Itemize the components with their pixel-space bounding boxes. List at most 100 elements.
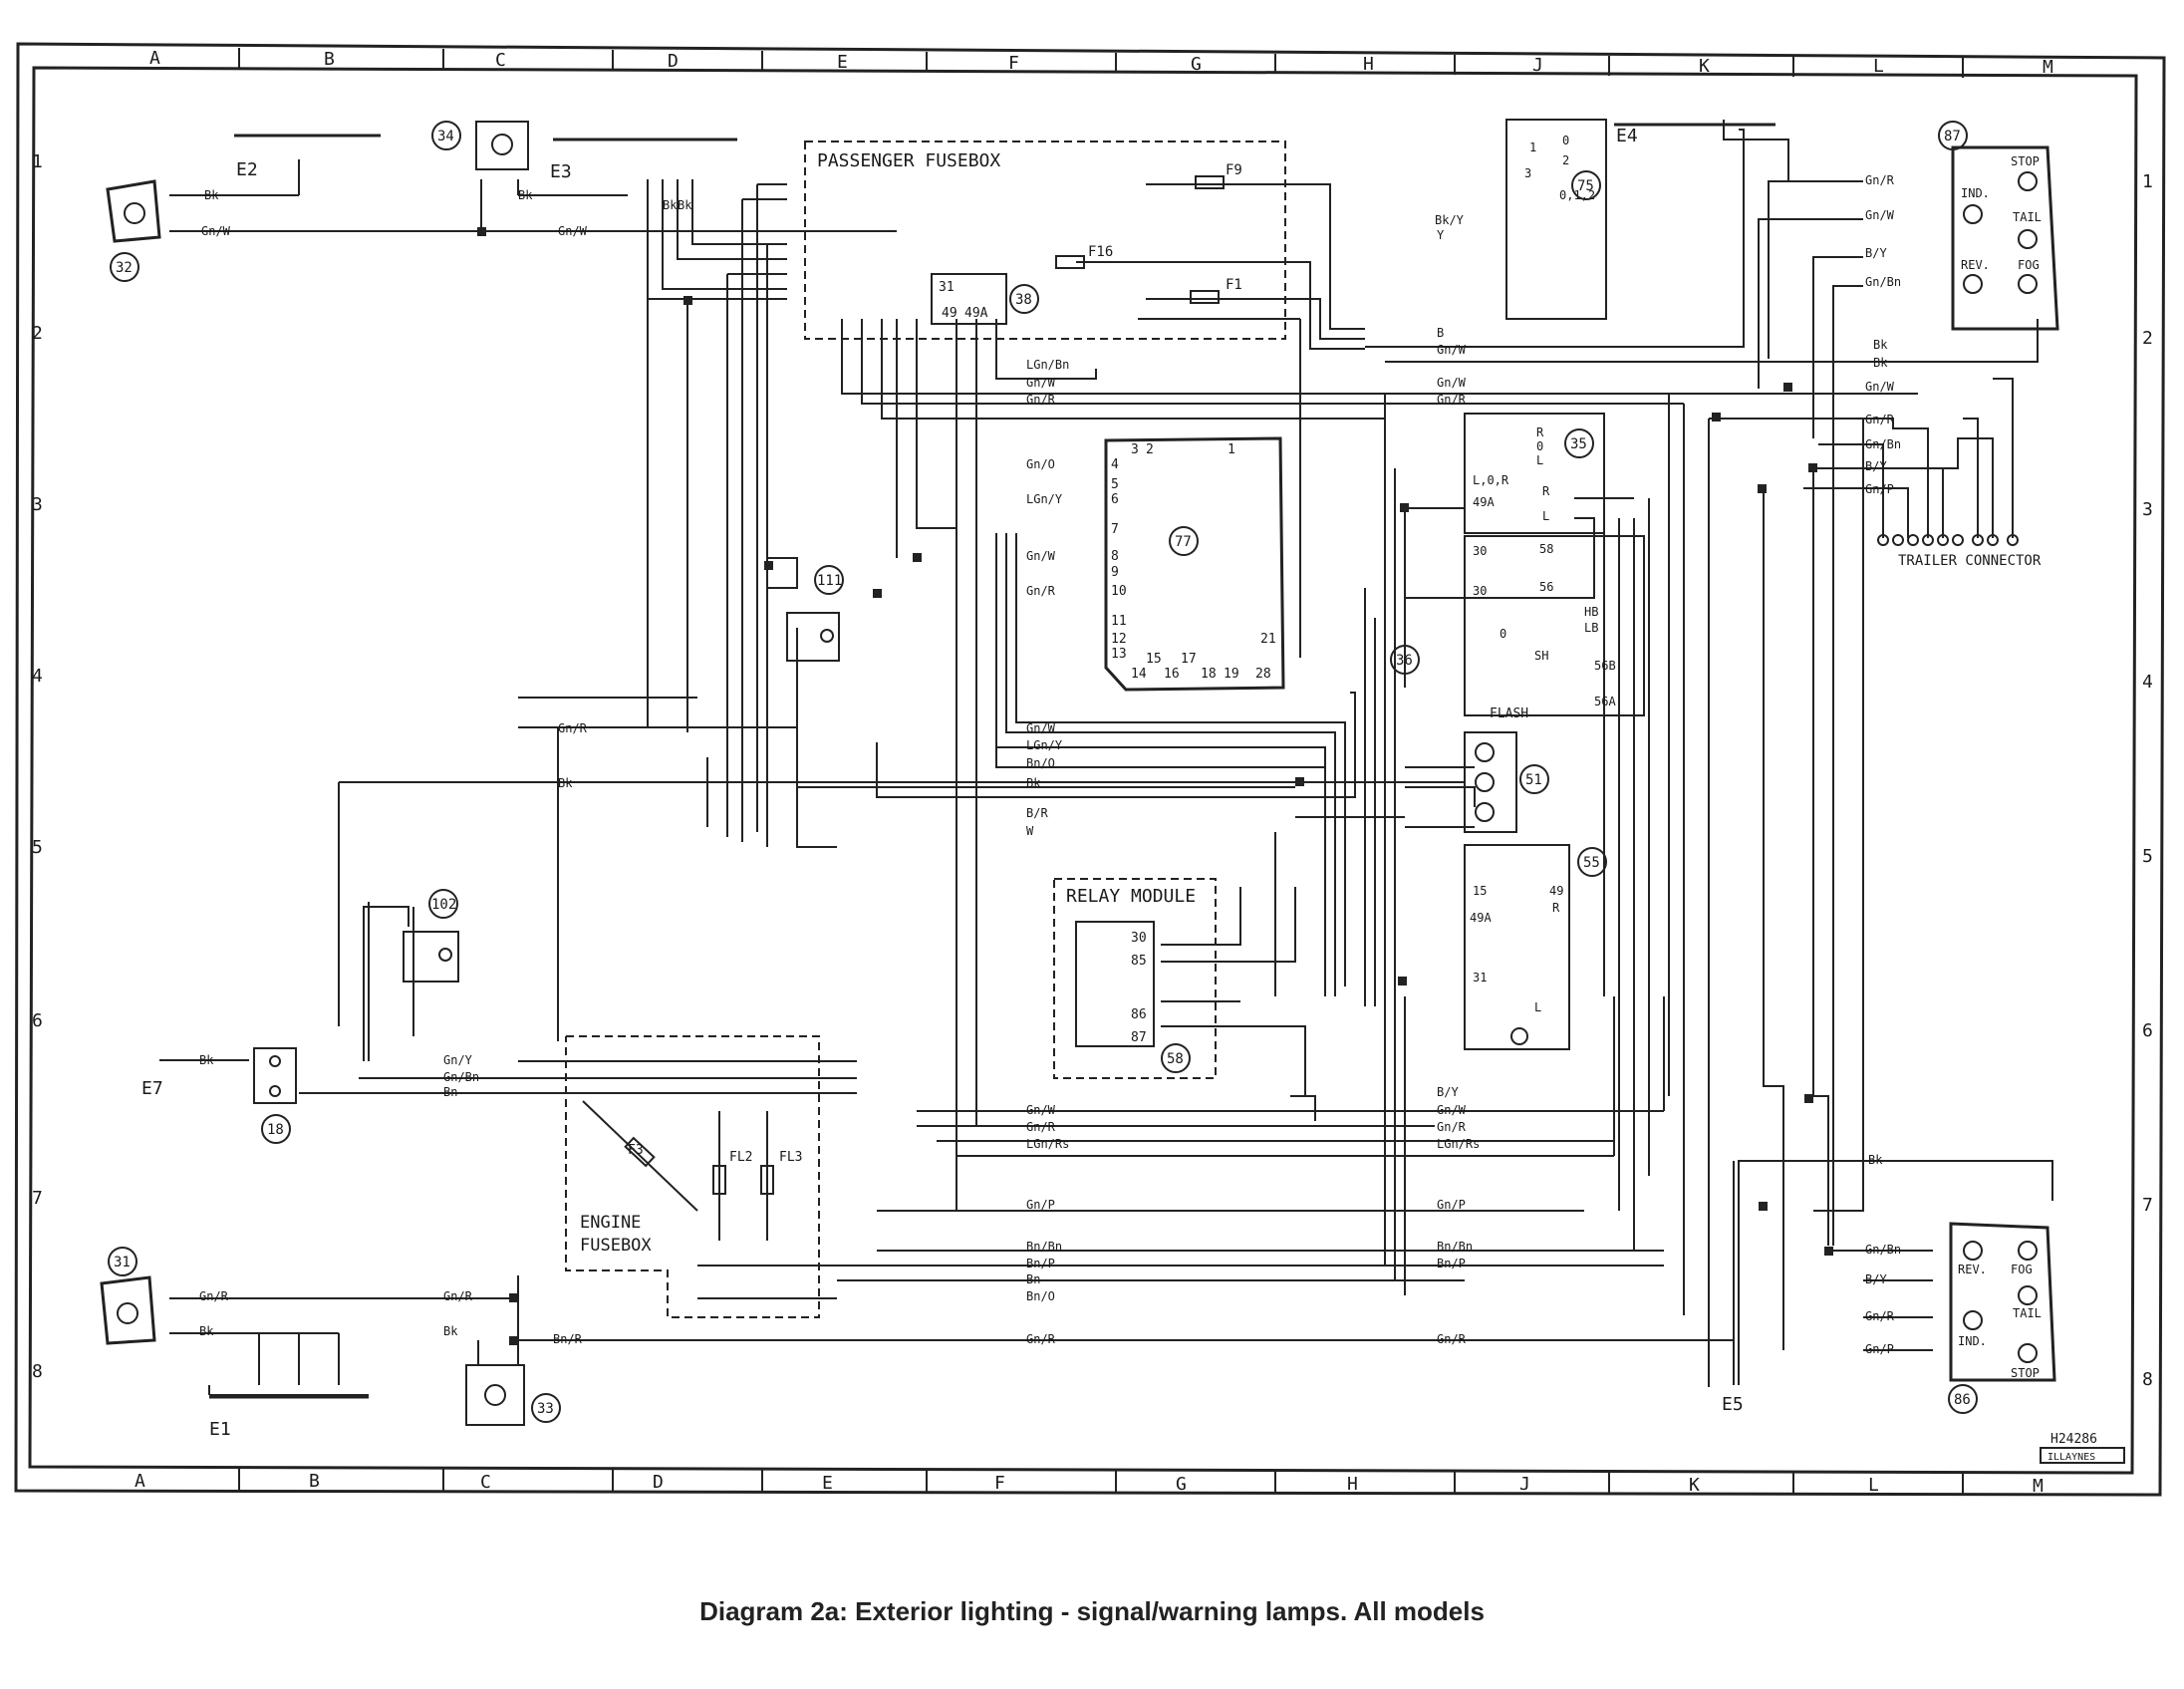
relay-terminal: 87 — [1131, 1030, 1147, 1045]
wire-label: Gn/W — [1865, 380, 1895, 394]
grid-col-label: G — [1176, 1474, 1187, 1495]
switch-terminal: 0 — [1536, 439, 1543, 453]
grid-row-label: 1 — [32, 151, 43, 172]
engine-fusebox-label: FUSEBOX — [580, 1236, 652, 1256]
switch-terminal: 56B — [1594, 659, 1616, 673]
svg-text:86: 86 — [1954, 1392, 1971, 1408]
lamp-label: FOG — [2011, 1263, 2033, 1276]
lamp-33 — [465, 1364, 525, 1426]
pin-label: 14 — [1131, 667, 1147, 682]
wire-label: Gn/R — [1026, 584, 1056, 598]
pin-label: 19 — [1224, 667, 1239, 682]
wire-label: B/Y — [1865, 459, 1887, 473]
grid-col-label: K — [1699, 56, 1710, 77]
wire-label: Bk — [518, 188, 533, 202]
wires — [159, 120, 2053, 1396]
relay-terminal: R — [1552, 901, 1560, 915]
pin-label: 17 — [1181, 652, 1197, 667]
pin-label: 28 — [1255, 667, 1271, 682]
earth-label: E3 — [550, 161, 572, 182]
lamp-label: REV. — [1958, 1263, 1987, 1276]
svg-text:87: 87 — [1944, 129, 1961, 144]
wire-label: Gn/R — [1865, 1309, 1895, 1323]
reference-block: H24286 ILLAYNES — [2040, 1432, 2125, 1464]
svg-text:111: 111 — [817, 573, 842, 589]
grid-col-label: B — [324, 49, 335, 70]
relay-terminal: 86 — [1131, 1007, 1147, 1022]
front-lamp-31 — [100, 1275, 156, 1345]
lamp-label: STOP — [2011, 154, 2040, 168]
wire-label: Y — [1437, 228, 1445, 242]
wire-label: Gn/R — [1865, 173, 1895, 187]
pin-label: 7 — [1111, 522, 1119, 537]
pin-label: 9 — [1111, 565, 1119, 580]
lamp-label: TAIL — [2013, 1306, 2042, 1320]
switch-position: 2 — [1562, 153, 1569, 167]
trailer-connector: TRAILER CONNECTOR — [1877, 534, 2042, 569]
relay-terminal: 30 — [1131, 931, 1147, 946]
pin-label: 21 — [1260, 632, 1276, 647]
wire-label: Gn/Bn — [1865, 437, 1901, 451]
wire-label: LGn/Rs — [1437, 1137, 1480, 1151]
maker-mark: ILLAYNES — [2048, 1452, 2095, 1463]
grid-col-label: C — [495, 50, 506, 71]
switch-terminal: HB — [1584, 605, 1598, 619]
wire-label: Gn/W — [201, 224, 231, 238]
pin-label: 11 — [1111, 614, 1127, 629]
wire-label: Gn/W — [1437, 376, 1467, 390]
switch-position: 1 — [1529, 141, 1536, 154]
wire-label: Bn/R — [553, 1332, 583, 1346]
switch-terminal: 30 — [1473, 544, 1487, 558]
grid-row-label: 3 — [32, 494, 43, 515]
wire-label: B/Y — [1865, 1272, 1887, 1286]
grid-col-label: J — [1519, 1474, 1530, 1495]
wire-label: Gn/R — [1865, 413, 1895, 426]
grid-col-label: D — [653, 1472, 664, 1493]
svg-text:35: 35 — [1570, 436, 1587, 452]
grid-row-label: 7 — [2142, 1195, 2153, 1216]
wire-label: Bk — [663, 198, 678, 212]
switch-position: 3 — [1524, 166, 1531, 180]
pin-label: 15 — [1146, 652, 1162, 667]
earth-label: E4 — [1616, 126, 1638, 146]
wire-label: B — [1437, 326, 1444, 340]
grid-row-label: 4 — [2142, 672, 2153, 693]
lamp-label: IND. — [1958, 1334, 1987, 1348]
switch-35: R 0 L L,0,R 49A R L — [1464, 413, 1605, 534]
wire-label: Bk — [199, 1053, 214, 1067]
relay-terminal: 49 — [1549, 884, 1563, 898]
wire-label: Gn/W — [1026, 721, 1056, 735]
pin-label: 8 — [1111, 549, 1119, 564]
svg-text:33: 33 — [537, 1401, 554, 1417]
wire-label: Bk — [199, 1324, 214, 1338]
relay-module: RELAY MODULE 30 85 86 87 — [1053, 878, 1217, 1079]
wire-label: Gn/R — [558, 721, 588, 735]
figure-caption: Diagram 2a: Exterior lighting - signal/w… — [699, 1596, 1485, 1626]
lamp-label: STOP — [2011, 1366, 2040, 1380]
component-marker: 33 — [531, 1393, 561, 1423]
relay-terminal: 31 — [1473, 971, 1487, 985]
wire-label: Gn/W — [1026, 376, 1056, 390]
relay-terminal: 85 — [1131, 954, 1147, 969]
grid-row-label: 7 — [32, 1188, 43, 1209]
wire-label: Bk — [443, 1324, 458, 1338]
component-marker: 55 — [1577, 847, 1607, 877]
wire-label: Gn/R — [199, 1289, 229, 1303]
fuse-label: F3 — [628, 1143, 644, 1158]
wire-label: Bk — [558, 776, 573, 790]
component-18 — [253, 1047, 297, 1104]
grid-row-label: 1 — [2142, 171, 2153, 192]
svg-text:18: 18 — [267, 1122, 284, 1138]
trailer-connector-label: TRAILER CONNECTOR — [1898, 553, 2042, 569]
component-marker: 75 — [1571, 170, 1601, 200]
lamp-label: FOG — [2018, 258, 2040, 272]
switch-terminal: 0 — [1500, 627, 1506, 641]
fuse-label: F9 — [1226, 162, 1242, 178]
component-marker: 18 — [261, 1114, 291, 1144]
wire-label: LGn/Y — [1026, 492, 1063, 506]
wire-label: Bk — [1868, 1153, 1883, 1167]
svg-text:31: 31 — [114, 1255, 131, 1270]
switch-terminal: 30 — [1473, 584, 1487, 598]
earth-labels: E2 E3 E4 E1 E5 E7 — [141, 126, 1744, 1440]
